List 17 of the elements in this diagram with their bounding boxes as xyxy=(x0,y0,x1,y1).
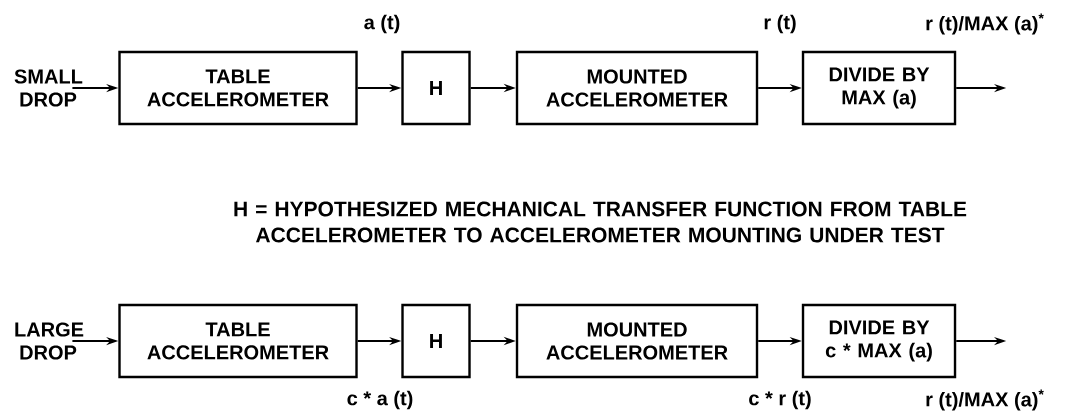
edge-label: r (t)/MAX (a)$^{*}$ xyxy=(926,13,1044,35)
note-text: H = HYPOTHESIZED MECHANICAL TRANSFER FUNCTION FROM TABLE ACCELEROMETER TO ACCELEROMETER MOUNTING UNDER TEST xyxy=(234,201,967,243)
process-box: H xyxy=(401,50,471,126)
process-box: DIVIDE BY c * MAX (a) xyxy=(801,303,957,379)
process-box: TABLE ACCELEROMETER xyxy=(118,50,358,126)
input-label: LARGE DROP xyxy=(15,322,84,360)
process-box: DIVIDE BY MAX (a) xyxy=(801,50,957,126)
edge-label: r (t)/MAX (a)$^{*}$ xyxy=(926,389,1044,411)
process-box: MOUNTED ACCELEROMETER xyxy=(515,303,759,379)
process-box: H xyxy=(401,303,471,379)
edge-label: r (t) xyxy=(764,14,796,34)
input-label: SMALL DROP xyxy=(14,69,83,107)
process-box: MOUNTED ACCELEROMETER xyxy=(515,50,759,126)
edge-label: c * r (t) xyxy=(749,390,811,410)
edge-label: c * a (t) xyxy=(347,390,413,410)
edge-label: a (t) xyxy=(364,14,400,34)
process-box: TABLE ACCELEROMETER xyxy=(118,303,358,379)
